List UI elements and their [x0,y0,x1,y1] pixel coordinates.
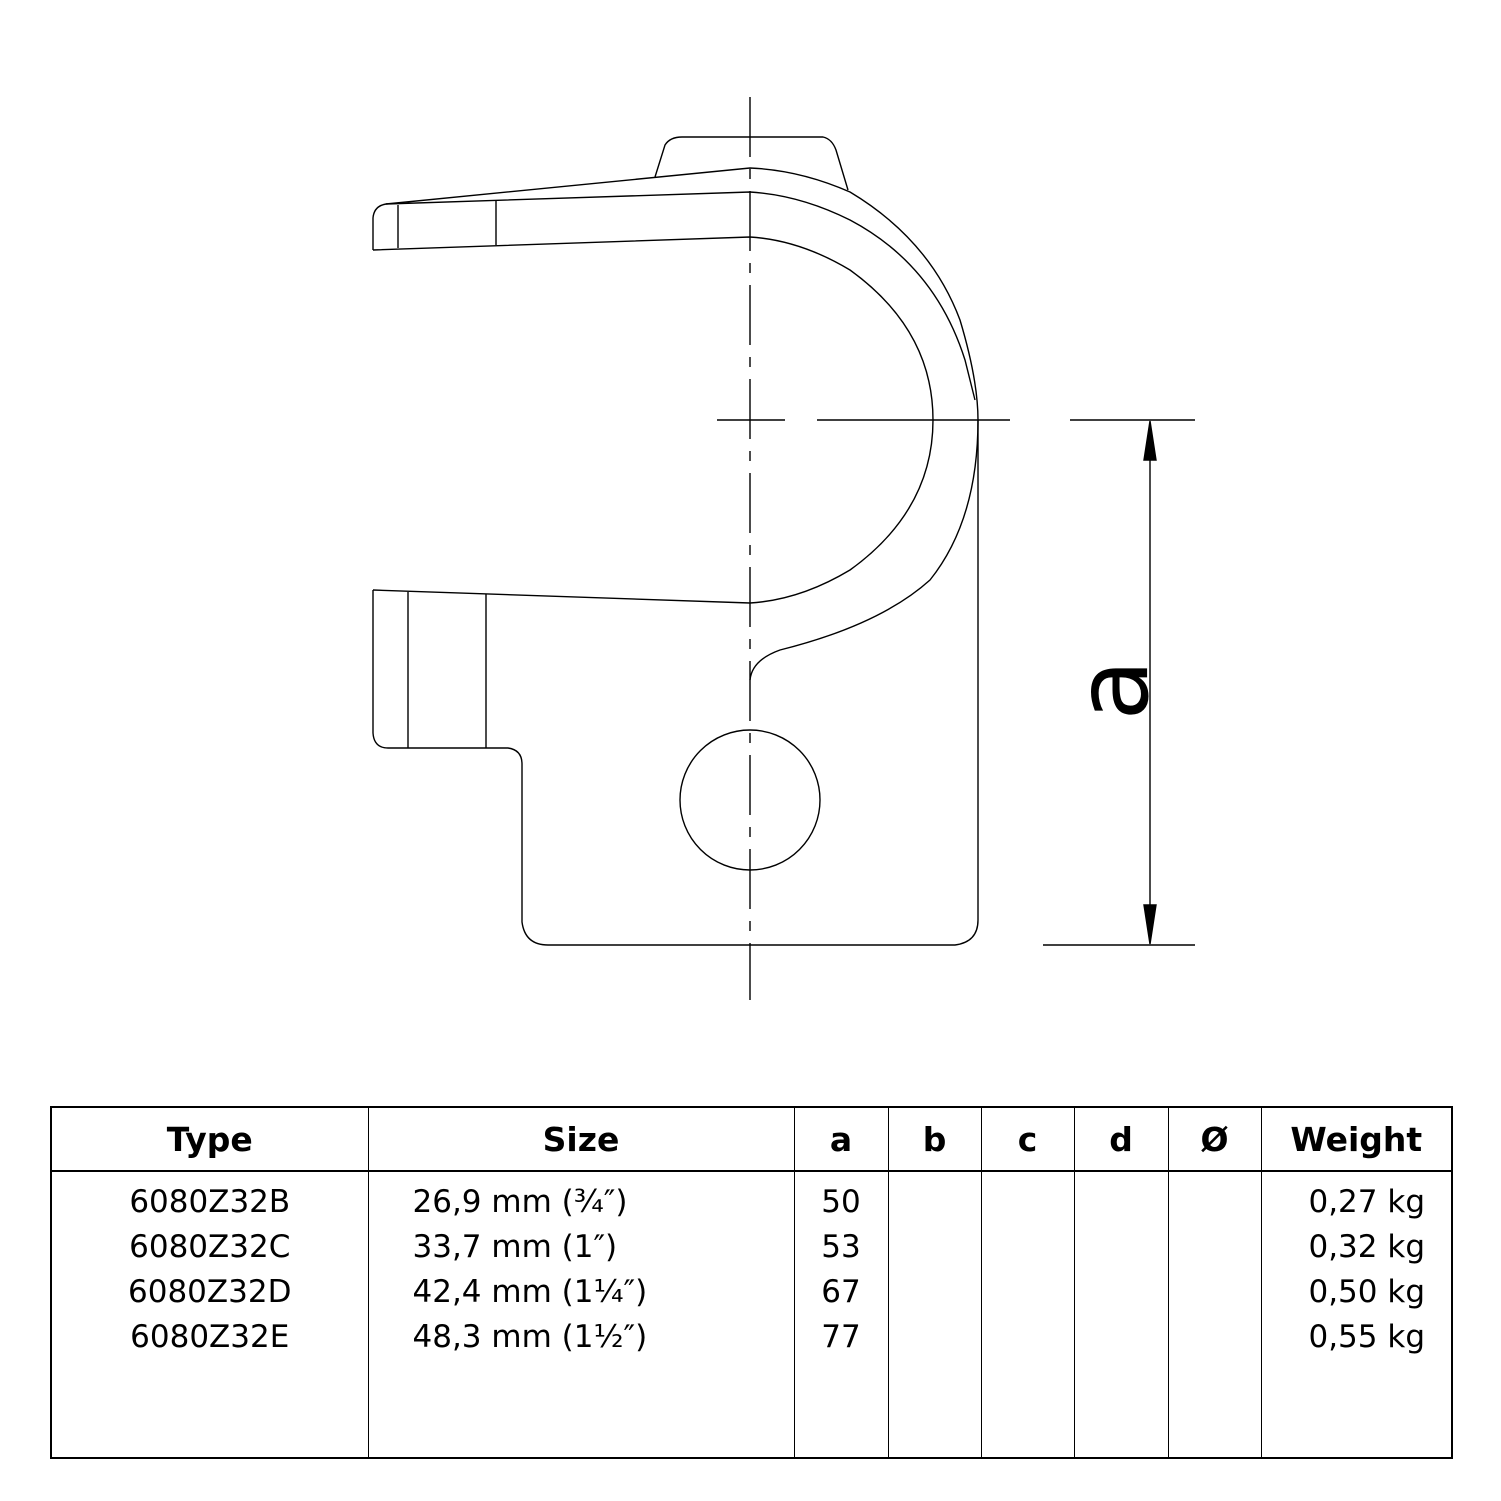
bolt-hole [679,729,821,871]
table-body: 6080Z32B 6080Z32C 6080Z32D 6080Z32E 26,9… [50,1171,1452,1458]
size-column: 26,9 mm (¾″) 33,7 mm (1″) 42,4 mm (1¼″) … [367,1171,794,1458]
a-column: 50 53 67 77 [793,1171,888,1458]
weight-cell: 0,32 kg [1308,1229,1425,1265]
a-cell: 77 [821,1319,861,1355]
header-d: d [1073,1107,1168,1172]
dimension-a [1043,419,1195,946]
header-c: c [980,1107,1074,1172]
a-cell: 53 [821,1229,861,1265]
type-cell: 6080Z32B [129,1184,291,1220]
weight-column: 0,27 kg 0,32 kg 0,50 kg 0,55 kg [1260,1171,1452,1458]
c-column [980,1171,1074,1458]
type-cell: 6080Z32D [128,1274,292,1310]
technical-drawing [372,97,1195,1000]
header-a: a [793,1107,888,1172]
header-b: b [887,1107,981,1172]
weight-cell: 0,50 kg [1308,1274,1425,1310]
specification-table: Type Size a b c d Ø Weight 6080Z32B 6080… [50,1106,1453,1459]
type-cell: 6080Z32C [129,1229,291,1265]
size-cell: 48,3 mm (1½″) [412,1319,648,1355]
table-header-row: Type Size a b c d Ø Weight [50,1107,1452,1172]
weight-cell: 0,55 kg [1308,1319,1425,1355]
size-cell: 42,4 mm (1¼″) [412,1274,648,1310]
size-cell: 33,7 mm (1″) [412,1229,618,1265]
size-cell: 26,9 mm (¾″) [412,1184,628,1220]
header-weight: Weight [1260,1107,1452,1172]
b-column [887,1171,981,1458]
clamp-body-outline [372,136,979,946]
weight-cell: 0,27 kg [1308,1184,1425,1220]
d-column [1073,1171,1168,1458]
diameter-column [1167,1171,1261,1458]
header-type: Type [50,1107,368,1172]
type-cell: 6080Z32E [130,1319,290,1355]
header-size: Size [367,1107,794,1172]
dimension-label-a: a [1054,659,1171,721]
a-cell: 50 [821,1184,861,1220]
type-column: 6080Z32B 6080Z32C 6080Z32D 6080Z32E [50,1171,368,1458]
centerlines [717,97,1010,1000]
header-diameter: Ø [1167,1107,1261,1172]
a-cell: 67 [821,1274,861,1310]
